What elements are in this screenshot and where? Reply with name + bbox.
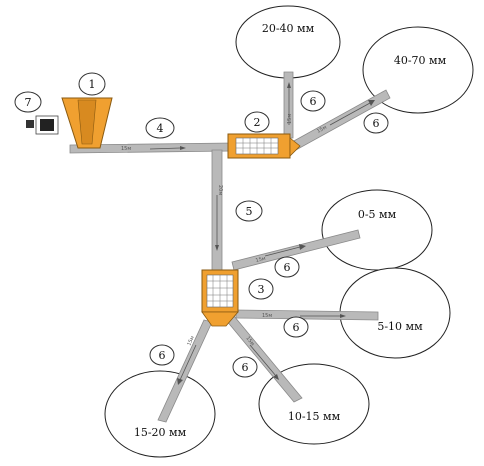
callout-6-a <box>300 90 326 112</box>
callout-1-text: 1 <box>89 78 96 91</box>
bin-10-15-label: 10-15 мм <box>288 410 341 423</box>
arrow-head <box>177 378 183 385</box>
callout-6-e <box>149 344 175 366</box>
arrow-head <box>340 314 346 318</box>
callout-6-e-text: 6 <box>159 349 166 362</box>
belt-mark-15-20: 15м <box>186 335 196 347</box>
callout-6-c <box>274 256 300 278</box>
bin-5-10-label: 5-10 мм <box>377 320 423 333</box>
bin-0-5-label: 0-5 мм <box>358 208 397 221</box>
conveyor-to-0-5 <box>231 229 361 271</box>
bin-20-40-label: 20-40 мм <box>262 22 315 35</box>
bin-40-70 <box>362 26 474 114</box>
callout-6-c-text: 6 <box>284 261 291 274</box>
callout-6-d-text: 6 <box>293 321 300 334</box>
callout-5 <box>235 200 263 222</box>
arrow-head <box>215 245 219 251</box>
bin-20-40 <box>235 5 341 79</box>
callout-6-d <box>283 316 309 338</box>
belt-mark-4: 15м <box>121 146 131 152</box>
callout-4 <box>145 117 175 139</box>
callout-2-text: 2 <box>254 116 261 129</box>
bin-0-5 <box>321 189 433 271</box>
callout-4-text: 4 <box>157 122 164 135</box>
arrow-head <box>180 146 186 150</box>
callout-7-text: 7 <box>25 96 32 109</box>
arrow-head <box>287 82 291 88</box>
arrow-head <box>273 374 279 380</box>
callout-5-text: 5 <box>246 205 253 218</box>
callout-6-f <box>232 356 258 378</box>
belt-mark-5: 20м <box>217 185 223 195</box>
bin-40-70-label: 40-70 мм <box>394 54 447 67</box>
arrow-head <box>299 244 306 250</box>
conveyor-to-20-40 <box>283 71 294 139</box>
conveyor-to-5-10 <box>235 309 379 321</box>
belt-mark-5-10: 15м <box>262 313 272 319</box>
hopper-1-inner <box>77 99 97 145</box>
callout-6-f-text: 6 <box>242 361 249 374</box>
callout-6-b <box>363 112 389 134</box>
bin-15-20 <box>104 370 216 458</box>
callout-6-a-text: 6 <box>310 95 317 108</box>
belt-mark-up: 15м <box>287 114 293 124</box>
callout-3-text: 3 <box>258 283 265 296</box>
belt-mark-0-5: 15м <box>255 256 267 264</box>
callout-3 <box>248 278 274 300</box>
bin-15-20-label: 15-20 мм <box>134 426 187 439</box>
belt-mark-40-70: 15м <box>316 124 328 134</box>
callout-6-b-text: 6 <box>373 117 380 130</box>
arrow-head <box>368 100 375 106</box>
screen-3 <box>201 269 239 327</box>
callout-1 <box>78 72 106 96</box>
device-7 <box>26 115 59 135</box>
callout-7 <box>14 91 42 113</box>
belt-mark-10-15: 15м <box>244 336 255 348</box>
callout-2 <box>244 111 270 133</box>
screen-2 <box>227 133 301 159</box>
